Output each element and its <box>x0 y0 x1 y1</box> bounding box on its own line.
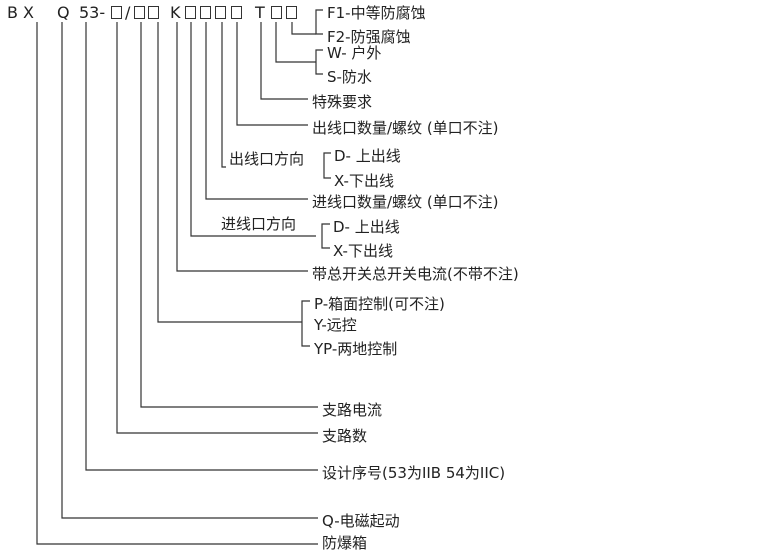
code-letter-q: Q <box>57 3 70 22</box>
connector-branch-count <box>116 22 318 434</box>
bracket-pyp <box>301 300 310 347</box>
label-explosion: 防爆箱 <box>322 534 368 552</box>
connector-explosion <box>36 22 318 545</box>
label-yp: YP-两地控制 <box>314 340 398 358</box>
code-letter-k: K <box>170 3 181 22</box>
label-special: 特殊要求 <box>312 93 373 111</box>
code-letter-x: X <box>23 3 34 22</box>
bracket-in <box>321 223 330 249</box>
connector-f <box>291 22 316 35</box>
connector-main-switch <box>176 22 308 272</box>
connector-pyp <box>157 22 302 323</box>
label-out-dir: 出线口方向 <box>229 150 305 168</box>
code-box <box>134 6 145 19</box>
label-out-d: D- 上出线 <box>334 147 401 165</box>
code-box <box>286 6 297 19</box>
label-in-x: X-下出线 <box>333 242 393 260</box>
code-letter-t: T <box>255 3 265 22</box>
label-p: P-箱面控制(可不注) <box>314 295 445 313</box>
connector-special <box>260 22 308 100</box>
label-s: S-防水 <box>327 68 372 86</box>
label-w: W- 户外 <box>327 44 382 62</box>
label-out-count: 出线口数量/螺纹 (单口不注) <box>312 119 499 137</box>
label-f1: F1-中等防腐蚀 <box>327 4 426 22</box>
connector-in-dir <box>190 22 316 237</box>
label-design: 设计序号(53为IIB 54为IIC) <box>322 464 506 482</box>
bracket-f <box>315 9 323 35</box>
code-slash: / <box>125 3 131 22</box>
code-box <box>185 6 196 19</box>
code-box <box>111 6 122 19</box>
code-letter-b: B <box>7 3 18 22</box>
connector-branch-current <box>140 22 318 408</box>
code-box <box>200 6 211 19</box>
code-number: 53- <box>79 3 106 22</box>
bracket-ws <box>315 49 323 75</box>
label-out-x: X-下出线 <box>334 172 394 190</box>
connector-q <box>61 22 318 519</box>
bracket-out <box>323 152 331 179</box>
label-branch-current: 支路电流 <box>322 401 383 419</box>
connector-out-dir <box>221 22 226 168</box>
label-in-dir: 进线口方向 <box>221 215 297 233</box>
connector-design <box>85 22 318 471</box>
code-box <box>215 6 226 19</box>
label-in-count: 进线口数量/螺纹 (单口不注) <box>312 193 499 211</box>
label-q: Q-电磁起动 <box>322 512 400 530</box>
code-box <box>148 6 159 19</box>
label-branch-count: 支路数 <box>322 427 368 445</box>
code-box <box>271 6 282 19</box>
connector-ws <box>275 22 316 63</box>
connector-out-count <box>236 22 308 126</box>
label-main-switch: 带总开关总开关电流(不带不注) <box>312 265 519 283</box>
connector-in-count <box>205 22 308 200</box>
label-f2: F2-防强腐蚀 <box>327 28 411 46</box>
label-in-d: D- 上出线 <box>333 218 400 236</box>
label-y: Y-远控 <box>314 316 357 334</box>
code-box <box>231 6 242 19</box>
